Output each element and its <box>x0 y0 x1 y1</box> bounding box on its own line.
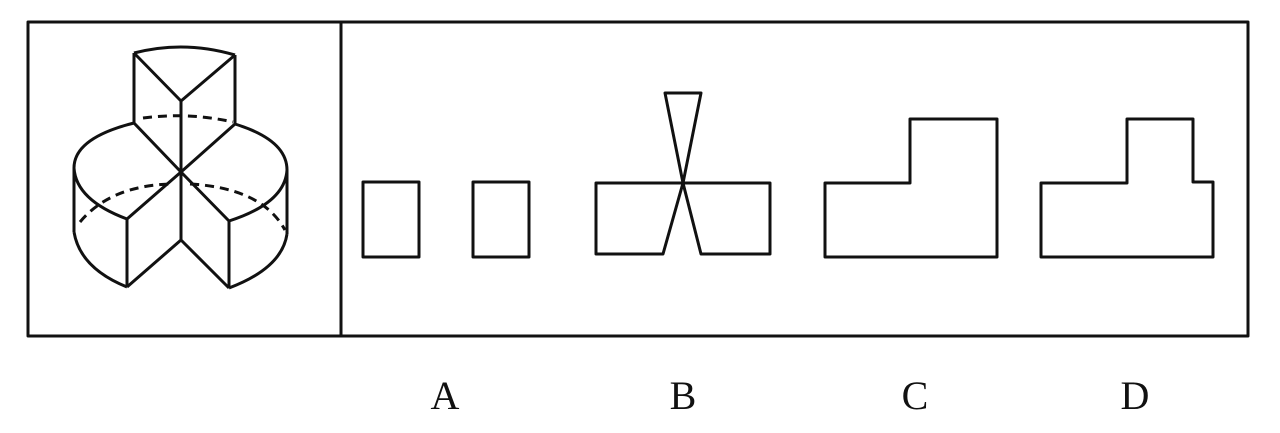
given-3d-solid <box>72 45 289 290</box>
option-b-label[interactable]: B <box>669 373 697 418</box>
outer-frame <box>26 20 1250 338</box>
option-a-figure <box>361 180 531 259</box>
option-c-label[interactable]: C <box>901 373 929 418</box>
option-a-label[interactable]: A <box>430 373 460 418</box>
option-b-figure <box>594 91 772 256</box>
option-d-figure <box>1039 117 1215 259</box>
option-c-figure <box>823 117 999 259</box>
option-d-label[interactable]: D <box>1120 373 1150 418</box>
